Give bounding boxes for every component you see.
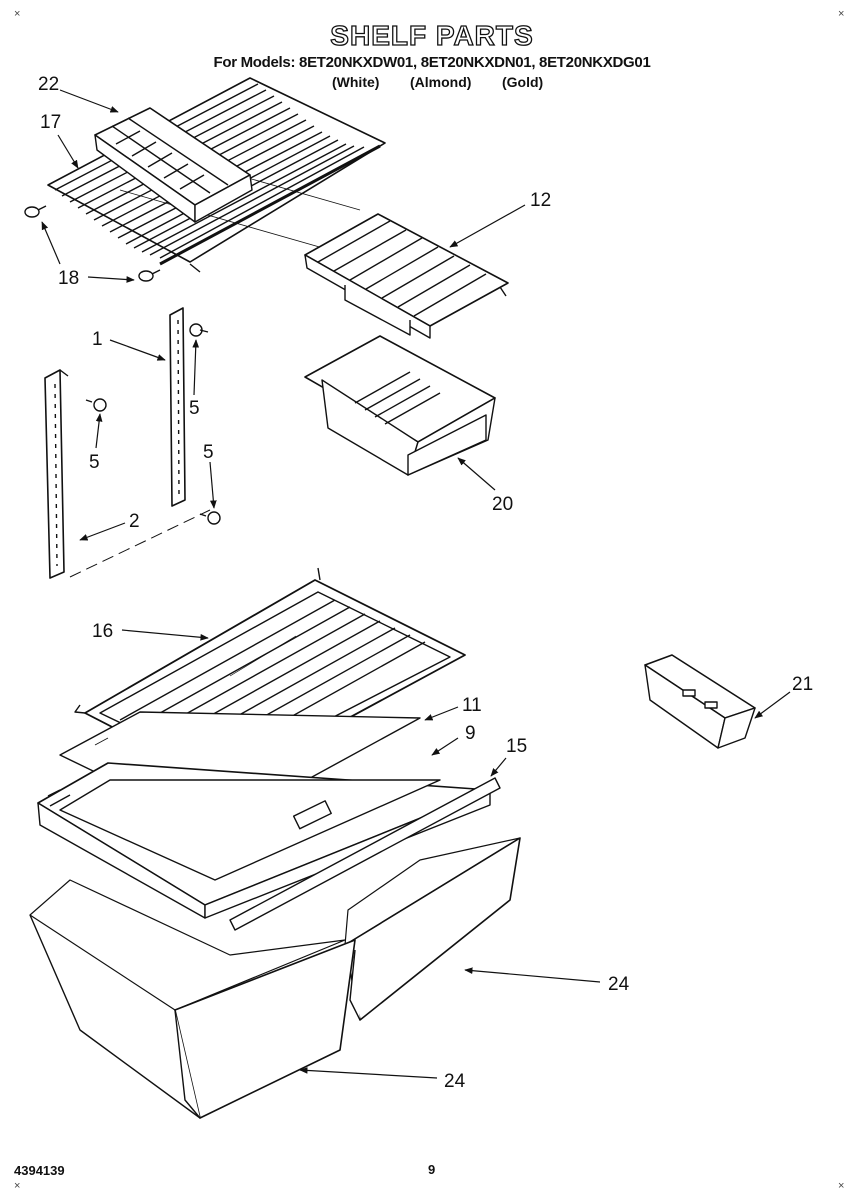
part-24-drawer-left <box>29 879 356 1119</box>
callout-17: 17 <box>40 112 61 133</box>
callout-11: 11 <box>462 695 482 716</box>
document-number: 4394139 <box>14 1163 65 1178</box>
page-title: SHELF PARTS <box>330 19 534 51</box>
callout-1: 1 <box>92 329 103 350</box>
callout-15: 15 <box>506 736 527 757</box>
part-1-ladder <box>169 307 186 507</box>
callout-22: 22 <box>38 74 59 95</box>
part-5-screws <box>85 323 221 525</box>
part-20-drawer <box>304 335 496 476</box>
callout-24-right: 24 <box>608 974 630 995</box>
part-22-ice-tray <box>94 107 253 223</box>
callout-20: 20 <box>492 494 513 515</box>
corner-mark-top-right: × <box>838 8 845 20</box>
callout-leader-lines <box>41 89 791 1079</box>
color-gold: (Gold) <box>502 74 544 90</box>
callout-9: 9 <box>465 723 476 744</box>
callout-18: 18 <box>58 268 79 289</box>
color-almond: (Almond) <box>410 74 472 90</box>
page-number: 9 <box>428 1162 436 1177</box>
corner-mark-top-left: × <box>14 8 21 20</box>
callout-21: 21 <box>792 674 813 695</box>
part-21-door-bin <box>644 654 756 749</box>
ladder-alignment-line <box>69 509 211 578</box>
models-line: For Models: 8ET20NKXDW01, 8ET20NKXDN01, … <box>213 54 651 71</box>
corner-mark-bottom-right: × <box>838 1180 845 1192</box>
callout-5-lower: 5 <box>203 442 214 463</box>
callout-5-left: 5 <box>89 452 100 473</box>
part-12-shelf <box>304 213 509 339</box>
callout-5-upper: 5 <box>189 398 200 419</box>
part-24-drawer-right <box>344 837 521 1021</box>
part-2-ladder <box>44 369 69 579</box>
callout-2: 2 <box>129 511 140 532</box>
part-18-shelf-supports <box>24 205 161 282</box>
callout-16: 16 <box>92 621 113 642</box>
color-white: (White) <box>332 74 380 90</box>
corner-mark-bottom-left: × <box>14 1180 21 1192</box>
part-15-trim <box>229 777 501 931</box>
callout-24-left: 24 <box>444 1071 466 1092</box>
callout-12: 12 <box>530 190 551 211</box>
